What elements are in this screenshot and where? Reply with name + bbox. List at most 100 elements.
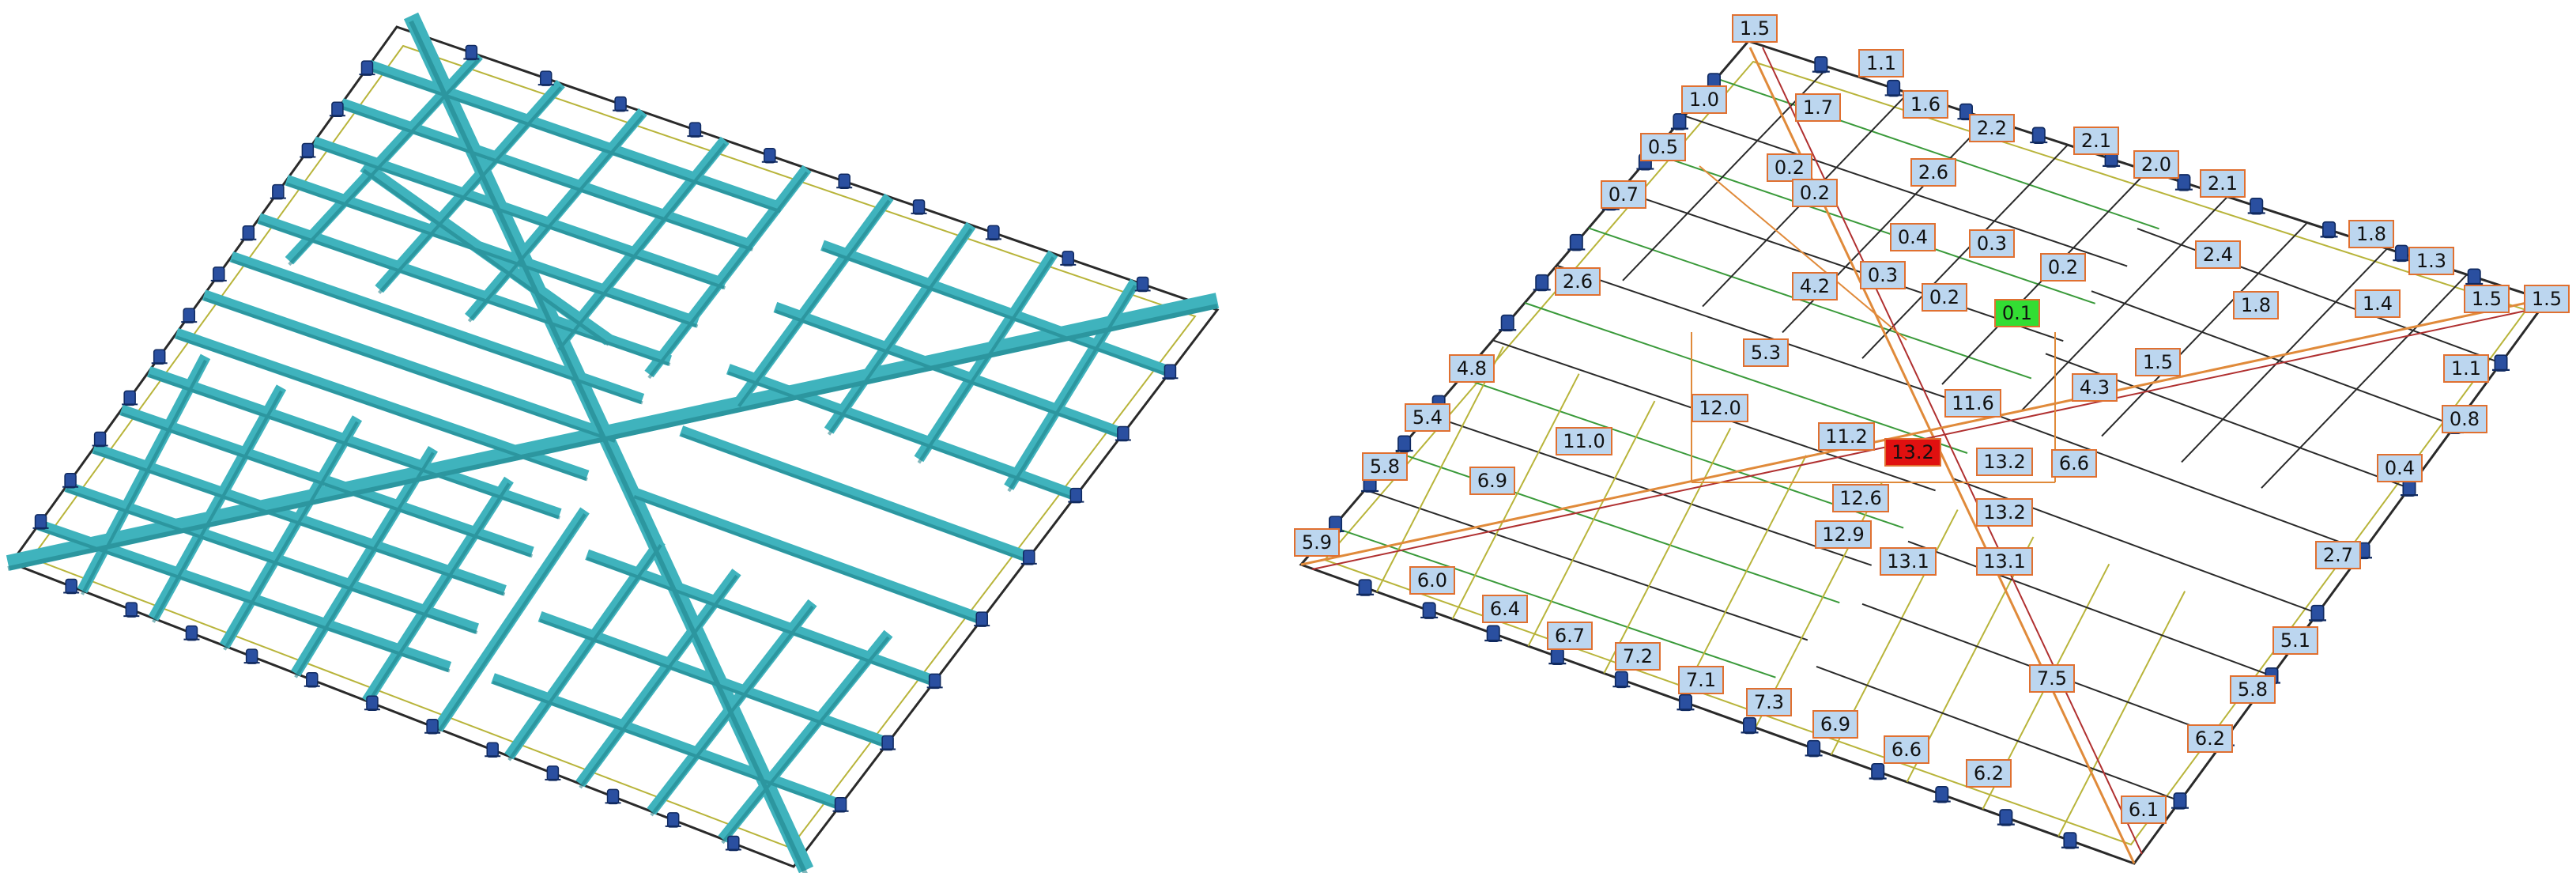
edge-support-analysis <box>1499 314 1517 332</box>
support-bracket-icon <box>1743 716 1757 735</box>
edge-support <box>329 101 345 118</box>
value-label: 12.6 <box>1832 484 1889 512</box>
value-label-text: 6.2 <box>1974 762 2004 784</box>
value-label-box <box>1890 223 1936 251</box>
value-label-text: 2.4 <box>2203 244 2233 266</box>
value-label: 0.3 <box>1969 229 2015 258</box>
value-label: 7.3 <box>1746 688 1792 716</box>
value-label: 0.5 <box>1640 133 1686 161</box>
edge-support <box>243 648 260 664</box>
value-label-text: 11.2 <box>1825 425 1867 448</box>
value-label-text: 1.8 <box>2356 223 2386 245</box>
support-bracket-icon <box>183 308 195 323</box>
value-label-box <box>1767 153 1812 182</box>
edge-support <box>122 390 138 406</box>
edge-support <box>183 625 200 641</box>
value-label-box <box>1858 49 1904 77</box>
edge-support <box>424 719 441 735</box>
rafter-nw-shade <box>66 489 478 635</box>
edge-support-analysis <box>1548 648 1567 666</box>
value-label: 1.8 <box>2348 220 2394 248</box>
edge-support <box>537 70 554 86</box>
support-bracket-icon <box>1673 113 1687 130</box>
edge-support <box>92 431 108 448</box>
value-label-text: 5.4 <box>1412 406 1443 429</box>
support-bracket-icon <box>1117 425 1130 442</box>
value-label-box <box>1815 520 1872 549</box>
edge-support <box>761 147 778 164</box>
value-label-text: 1.5 <box>2143 351 2173 373</box>
rafter-nw <box>202 289 617 443</box>
value-label-text: 0.8 <box>2450 408 2480 430</box>
rafter-line-se <box>1999 415 2364 552</box>
support-bracket-icon <box>1935 786 1949 803</box>
value-label-text: 2.6 <box>1563 270 1593 293</box>
edge-support-analysis <box>1533 274 1551 292</box>
edge-support-analysis <box>1612 671 1631 689</box>
edge-support <box>926 673 943 690</box>
support-bracket-icon <box>975 611 988 627</box>
value-label-box <box>1994 299 2040 327</box>
value-label: 0.1 <box>1994 299 2040 327</box>
edge-support-analysis <box>2465 268 2484 285</box>
support-bracket-icon <box>242 225 255 241</box>
value-label-box <box>1884 438 1941 467</box>
value-label: 7.1 <box>1678 666 1724 694</box>
value-label-box <box>2524 285 2570 313</box>
edge-support <box>63 578 80 595</box>
edge-support <box>725 835 741 852</box>
rafter-ne <box>554 136 730 350</box>
rafter-sw-shade <box>223 421 359 651</box>
value-label-text: 4.2 <box>1800 275 1830 297</box>
value-label-text: 5.8 <box>2238 678 2268 701</box>
support-bracket-icon <box>1550 648 1564 666</box>
value-label: 5.4 <box>1405 403 1450 432</box>
value-label-text: 6.7 <box>1555 625 1585 647</box>
value-label-box <box>1681 85 1727 114</box>
rafter-line-se <box>1907 540 2272 677</box>
value-label-text: 1.1 <box>2451 357 2481 380</box>
value-label-box <box>1903 90 1948 119</box>
value-label-box <box>2072 373 2118 402</box>
value-label-text: 13.2 <box>1891 441 1933 463</box>
rafter-line-ne <box>2261 274 2468 489</box>
edge-support <box>240 225 257 241</box>
value-label-box <box>2135 348 2181 376</box>
rafter-sw <box>433 507 590 732</box>
value-label: 0.2 <box>1767 153 1812 182</box>
value-label-text: 1.5 <box>1740 17 1770 40</box>
rafter-line-nw <box>1652 152 2096 304</box>
value-label-box <box>1976 498 2033 527</box>
rafter-nw <box>174 327 590 482</box>
value-label-text: 12.9 <box>1822 523 1864 546</box>
value-label-box <box>1556 427 1612 455</box>
rafter-line-nw <box>1333 526 1776 678</box>
support-bracket-icon <box>606 788 620 805</box>
support-bracket-icon <box>1678 693 1692 712</box>
value-label-box <box>1818 422 1875 451</box>
support-bracket-icon <box>1136 276 1149 293</box>
value-label-box <box>1966 759 2012 788</box>
rafter-line-nw <box>1620 190 2064 342</box>
rafter-nw <box>285 175 700 328</box>
rafter-line-se <box>1816 665 2181 802</box>
edge-support <box>613 96 629 112</box>
rafter-line-nw <box>1716 77 2159 230</box>
support-bracket-icon <box>2177 174 2191 191</box>
support-bracket-icon <box>1535 274 1549 292</box>
value-label: 6.2 <box>1966 759 2012 788</box>
support-bracket-icon <box>928 673 941 690</box>
support-bracket-icon <box>1807 739 1821 758</box>
rafter-ne <box>375 79 565 293</box>
rafter-se-shade <box>633 495 983 625</box>
support-bracket-icon <box>688 122 702 138</box>
edge-support-analysis <box>1812 56 1830 74</box>
value-label-text: 0.5 <box>1648 136 1678 158</box>
edge-support <box>123 602 140 618</box>
value-label-text: 0.4 <box>1898 226 1928 248</box>
support-bracket-icon <box>331 101 344 118</box>
edge-support-analysis <box>1997 809 2015 826</box>
value-label-box <box>2200 169 2246 198</box>
value-label-box <box>1812 710 1858 739</box>
value-label-box <box>1678 666 1724 694</box>
